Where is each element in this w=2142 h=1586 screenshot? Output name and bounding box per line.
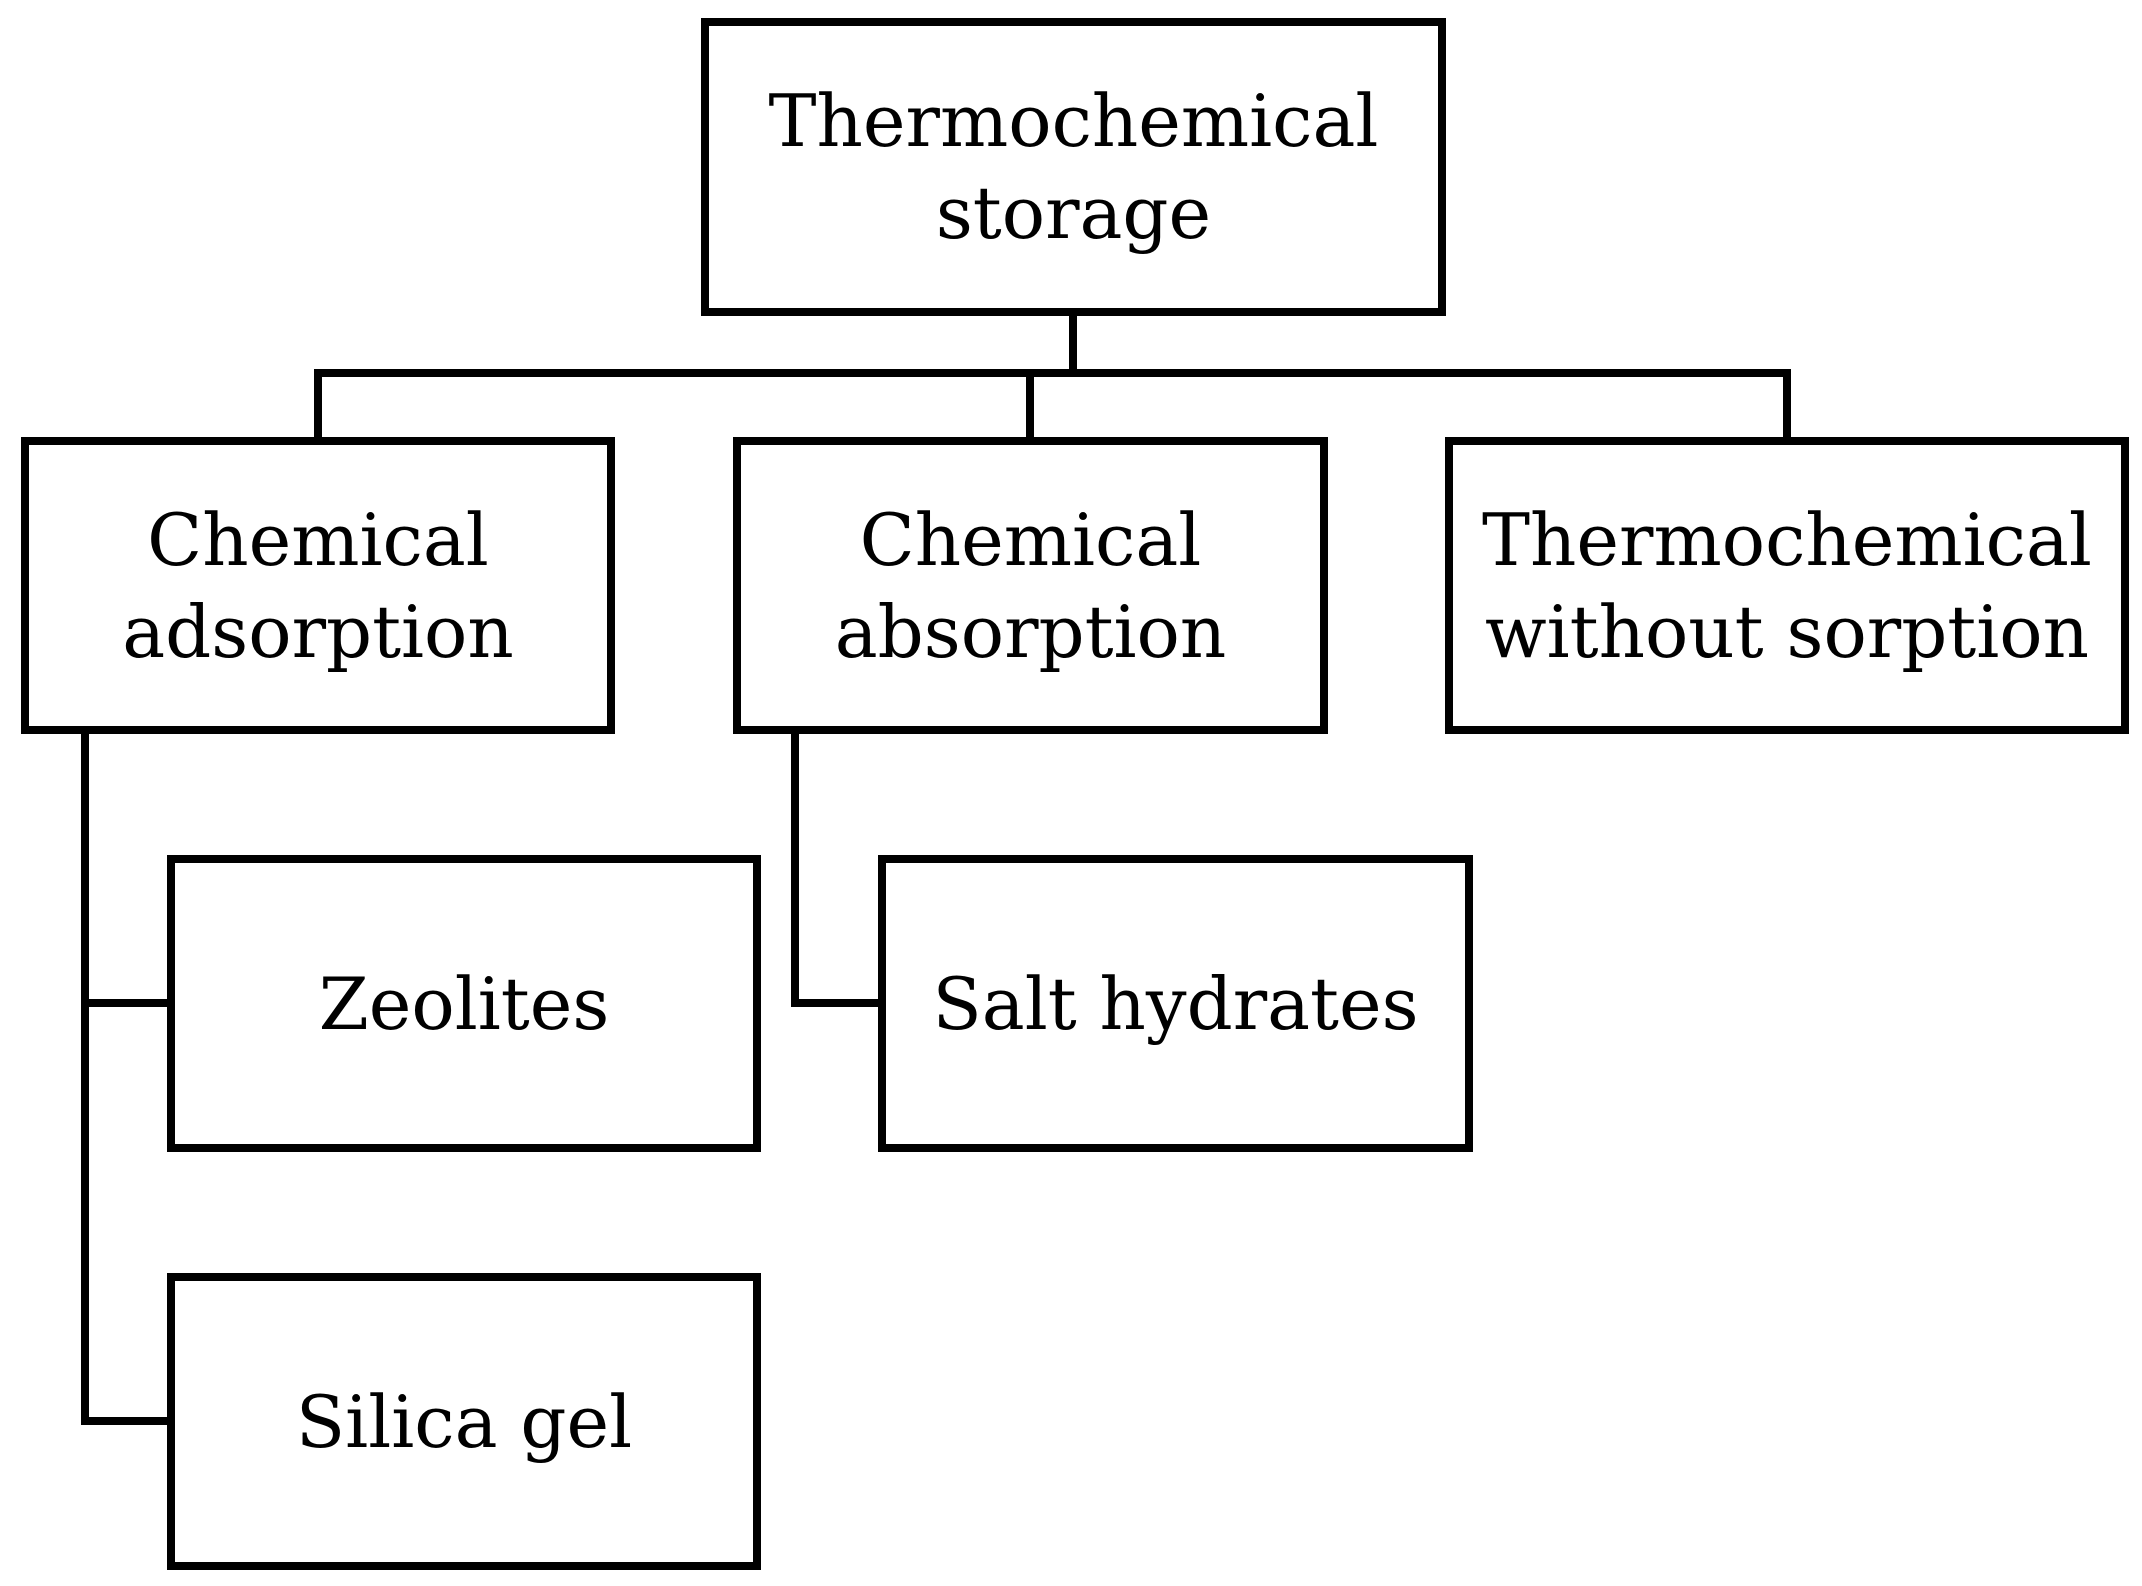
- node-label: Salt hydrates: [932, 961, 1419, 1046]
- node-label: Thermochemical storage: [768, 79, 1379, 255]
- node-chemical-adsorption: Chemical adsorption: [21, 437, 615, 734]
- node-label: Chemical absorption: [834, 497, 1227, 674]
- node-silica-gel: Silica gel: [167, 1273, 761, 1570]
- node-salt-hydrates: Salt hydrates: [878, 855, 1473, 1152]
- node-chemical-absorption: Chemical absorption: [733, 437, 1328, 734]
- node-label: Silica gel: [295, 1379, 633, 1464]
- node-label: Zeolites: [318, 961, 610, 1046]
- node-thermochemical-storage: Thermochemical storage: [701, 18, 1446, 316]
- node-label: Thermochemical without sorption: [1482, 497, 2092, 674]
- node-zeolites: Zeolites: [167, 855, 761, 1152]
- node-label: Chemical adsorption: [122, 497, 514, 674]
- node-thermochemical-without-sorption: Thermochemical without sorption: [1445, 437, 2129, 734]
